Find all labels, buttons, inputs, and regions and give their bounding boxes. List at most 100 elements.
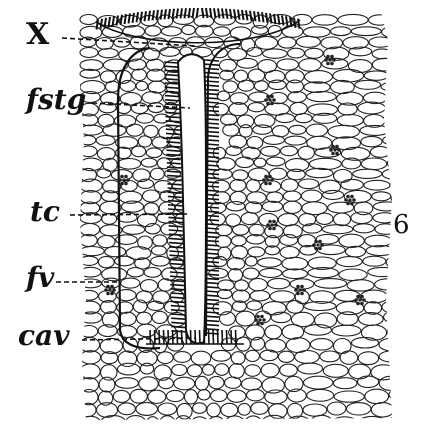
cell: [368, 267, 398, 276]
label-x: X: [26, 20, 49, 50]
cell: [118, 403, 135, 415]
palisade-cell: [168, 196, 182, 197]
cell: [347, 280, 374, 291]
cell: [283, 191, 301, 201]
cell: [248, 168, 269, 181]
cell: [267, 157, 285, 166]
bundle-cell: [331, 152, 335, 156]
bundle-cell: [350, 202, 354, 206]
cell: [387, 325, 418, 338]
cell: [101, 416, 125, 425]
palisade-cell: [205, 64, 219, 65]
bundle-cell: [268, 98, 271, 101]
palisade-cell: [204, 330, 205, 344]
cell: [334, 170, 353, 183]
cell: [319, 180, 340, 193]
parenchyma-cells: [80, 14, 420, 425]
cell: [152, 246, 167, 255]
cell: [137, 324, 156, 337]
cell: [141, 158, 157, 167]
cell: [148, 390, 166, 403]
bundle-cell: [122, 178, 125, 181]
fringe-hair: [193, 8, 195, 18]
bundle-cell: [330, 55, 334, 59]
cell: [152, 311, 167, 323]
cell: [236, 311, 255, 326]
cell: [214, 27, 230, 36]
cell: [328, 202, 354, 213]
cell: [80, 326, 98, 338]
bundle-cell: [262, 318, 266, 322]
cell: [80, 364, 100, 379]
palisade-cell: [191, 330, 192, 344]
palisade-cell: [164, 70, 178, 71]
cell: [118, 159, 141, 170]
cell: [217, 158, 235, 170]
cell: [287, 301, 304, 314]
cell: [333, 69, 364, 82]
label-cav: cav: [18, 322, 69, 350]
palisade-cell: [200, 330, 201, 344]
bundle-cell: [264, 175, 268, 179]
palisade-cell: [177, 330, 178, 344]
cell: [282, 325, 304, 340]
fringe-hair: [133, 13, 135, 23]
palisade-cell: [167, 167, 181, 168]
cell: [241, 212, 258, 224]
cell: [287, 80, 304, 93]
bundle-cell: [326, 62, 330, 66]
cell: [304, 376, 333, 389]
cell: [298, 363, 323, 374]
figure-number: 6: [393, 212, 410, 238]
cell: [323, 364, 348, 377]
cell: [270, 168, 287, 179]
cell: [160, 47, 180, 56]
cell: [361, 158, 387, 170]
bundle-cell: [316, 243, 319, 246]
leader-line-cav: [82, 338, 196, 340]
cell: [289, 125, 306, 134]
cell: [387, 416, 420, 425]
bundle-cell: [352, 198, 356, 202]
cell: [382, 301, 401, 313]
bundle-cell: [314, 240, 318, 244]
palisade-cell: [195, 330, 196, 344]
fringe-hair: [157, 10, 159, 20]
bundle-cell: [268, 182, 272, 186]
cell: [260, 350, 278, 361]
cell: [390, 179, 415, 189]
palisade-cell: [164, 62, 178, 63]
cell: [118, 363, 140, 375]
palisade-cell: [170, 289, 184, 290]
cell: [339, 234, 364, 247]
cell: [225, 416, 245, 425]
cell: [245, 416, 261, 425]
bundle-cell: [296, 292, 300, 296]
cell: [136, 114, 153, 124]
cell: [221, 114, 237, 125]
fringe-hair: [149, 11, 151, 21]
cell: [182, 25, 195, 34]
cell: [255, 36, 277, 49]
palisade-cell: [169, 226, 183, 227]
fringe-hair: [242, 10, 244, 20]
cell: [341, 179, 363, 190]
cell: [369, 37, 392, 47]
cell: [261, 363, 279, 377]
cell: [387, 157, 413, 170]
palisade-cell: [167, 150, 181, 151]
cell: [334, 213, 351, 226]
cell: [98, 236, 115, 248]
cell: [113, 390, 130, 402]
palisade-cell: [236, 330, 237, 344]
cell: [307, 389, 334, 401]
cell: [230, 179, 246, 191]
bundle-cell: [120, 175, 124, 179]
cell: [288, 48, 305, 58]
cell: [247, 389, 265, 401]
cell: [280, 235, 298, 246]
fringe-hair: [101, 19, 103, 29]
bundle-cell: [266, 102, 270, 106]
cell: [358, 416, 387, 425]
